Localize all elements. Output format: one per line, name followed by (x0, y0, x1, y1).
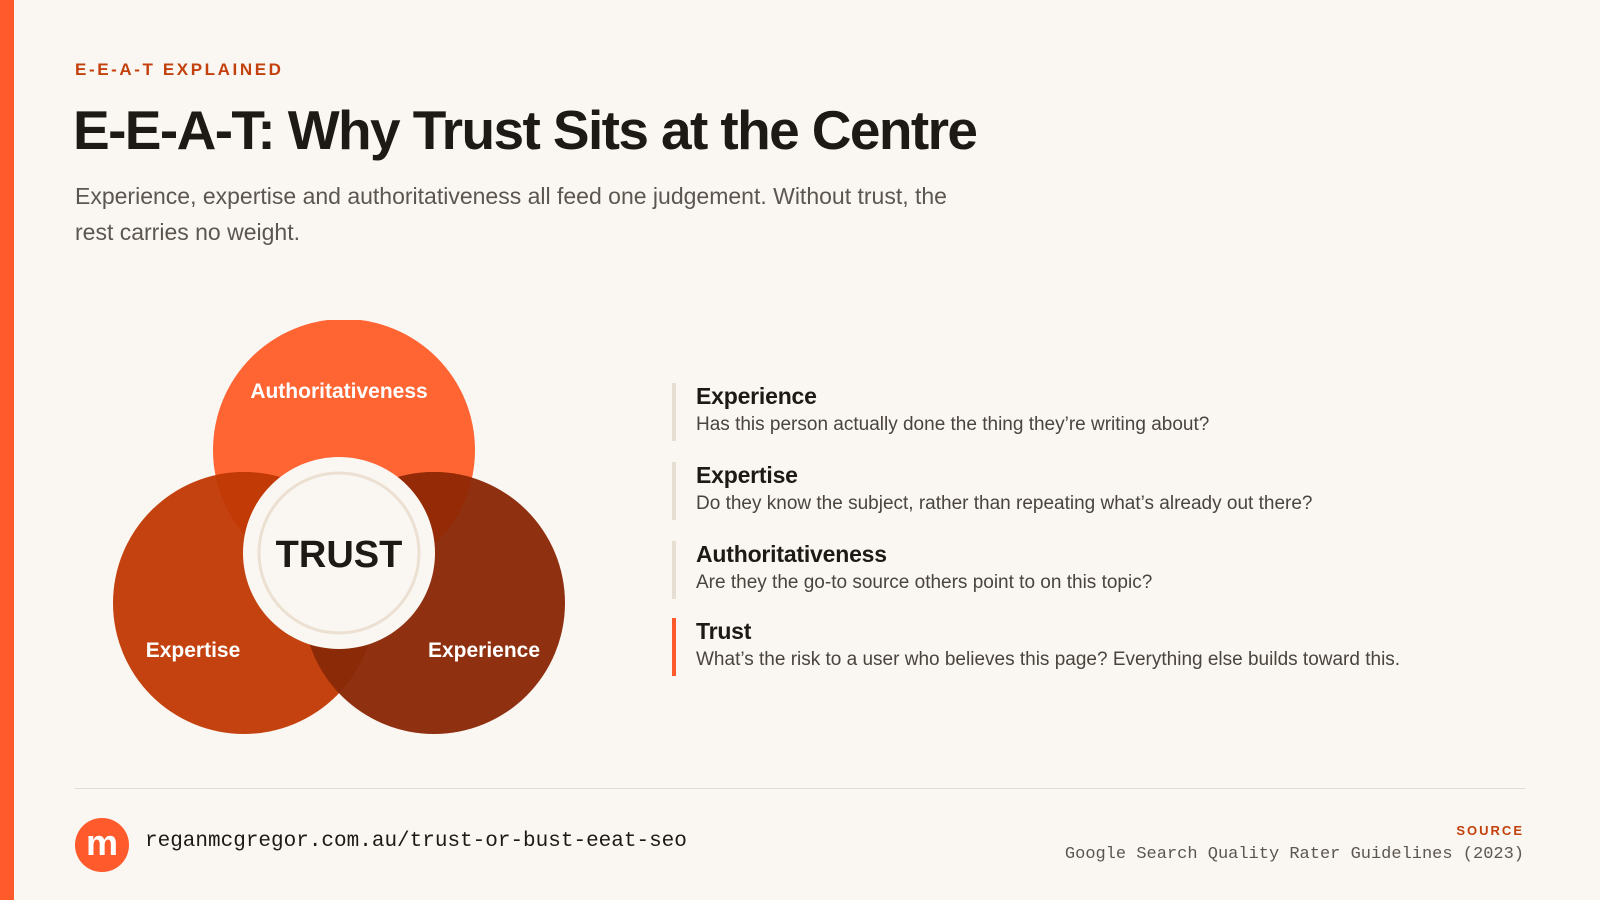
definition-experience: Experience Has this person actually done… (672, 383, 1532, 441)
experience-label: Experience (428, 639, 540, 662)
trust-core-ring (257, 471, 421, 635)
definition-description: Are they the go-to source others point t… (696, 572, 1153, 593)
definition-term: Expertise (696, 462, 798, 488)
eyebrow-label: E-E-A-T EXPLAINED (75, 60, 284, 79)
trust-core (243, 457, 435, 649)
definition-description: Do they know the subject, rather than re… (696, 493, 1313, 514)
definition-description: Has this person actually done the thing … (696, 414, 1210, 435)
definition-term: Authoritativeness (696, 541, 887, 567)
expertise-label: Expertise (146, 639, 241, 662)
definition-term: Trust (696, 618, 752, 644)
definition-expertise: Expertise Do they know the subject, rath… (672, 462, 1532, 520)
definition-description: What’s the risk to a user who believes t… (696, 649, 1401, 670)
page-title: E-E-A-T: Why Trust Sits at the Centre (73, 99, 978, 161)
definition-trust: Trust What’s the risk to a user who beli… (672, 618, 1532, 676)
brand-logo: m (75, 818, 129, 872)
source-label: SOURCE (1456, 823, 1524, 838)
page-subtitle: Experience, expertise and authoritativen… (75, 183, 947, 245)
definition-authoritativeness: Authoritativeness Are they the go-to sou… (672, 541, 1532, 599)
authoritativeness-label: Authoritativeness (250, 380, 427, 403)
footer-url[interactable]: reganmcgregor.com.au/trust-or-bust-eeat-… (145, 830, 687, 853)
trust-label: TRUST (276, 534, 403, 576)
venn-diagram: TRUST Authoritativeness Expertise Experi… (100, 320, 580, 740)
footer-divider (75, 788, 1525, 789)
accent-bar (0, 0, 14, 900)
definition-term: Experience (696, 383, 817, 409)
source-text: Google Search Quality Rater Guidelines (… (1064, 845, 1524, 864)
